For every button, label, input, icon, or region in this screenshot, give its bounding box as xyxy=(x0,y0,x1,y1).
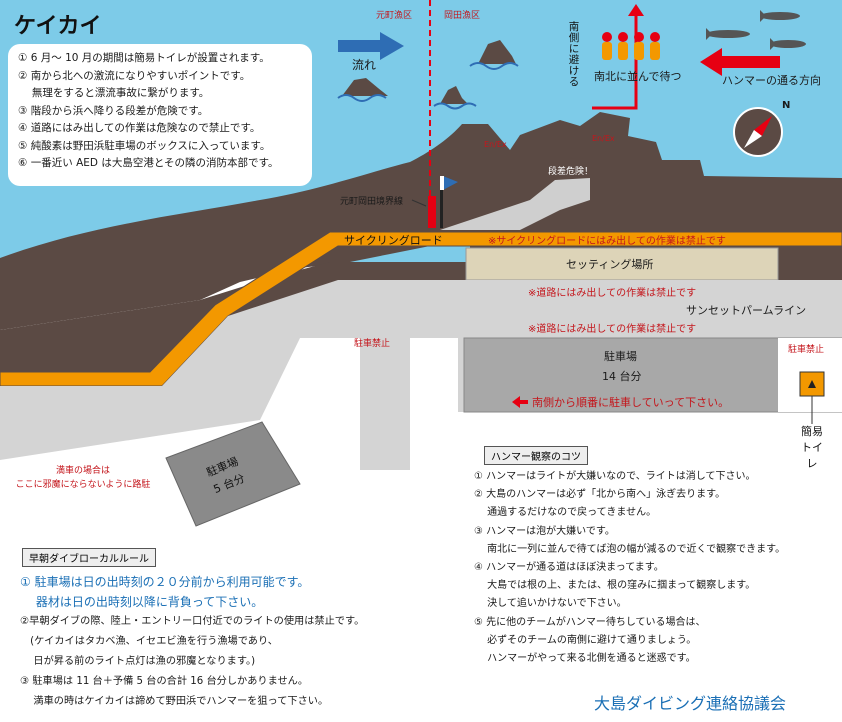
road-warning-1: ※道路にはみ出しての作業は禁止です xyxy=(528,288,697,299)
full-note: 満車の場合は ここに邪魔にならないように路駐 xyxy=(8,464,158,492)
info-item: ② 南から北への激流になりやすいポイントです。 xyxy=(18,69,251,82)
boundary-post xyxy=(428,196,436,228)
hammer-tip: ⑤ 先に他のチームがハンマー待ちしている場合は、 xyxy=(474,616,706,628)
avoid-char: る xyxy=(568,76,580,88)
toilet-label: 簡易 トイレ xyxy=(796,424,828,472)
diver-group xyxy=(602,32,660,60)
map-title: ケイカイ xyxy=(14,14,102,39)
parking-small-area xyxy=(165,421,301,527)
early-rule: 器材は日の出時刻以降に背負って下さい。 xyxy=(20,595,264,609)
info-item: ④ 道路にはみ出しての作業は危険なので禁止です。 xyxy=(18,122,261,134)
setting-area-label: セッティング場所 xyxy=(566,258,654,271)
early-rule: ③ 駐車場は 11 台＋予備 5 台の合計 16 台分しかありません。 xyxy=(20,676,309,687)
compass-needle-north xyxy=(754,116,772,136)
hammer-tip: 必ずそのチームの南側に避けて通りましょう。 xyxy=(474,634,697,646)
early-rule: ① 駐車場は日の出時刻の２０分前から利用可能です。 xyxy=(20,575,310,589)
line-up-label: 南北に並んで待つ xyxy=(594,70,682,83)
avoid-char: に xyxy=(568,43,580,55)
sea-rock-3 xyxy=(440,86,468,104)
early-rule: ②早朝ダイブの際、陸上・エントリー口付近でのライトの使用は禁止です。 xyxy=(20,616,365,627)
sea-rock-2 xyxy=(342,78,388,96)
cycling-road-label: サイクリングロード xyxy=(344,234,443,247)
waves-3 xyxy=(433,102,477,110)
step-danger-label: 段差危険！ xyxy=(548,167,594,177)
boundary-label: 元町岡田境界線 xyxy=(340,197,404,207)
info-item: 無理をすると漂流事故に繋がります。 xyxy=(18,87,210,99)
hammer-tips-title: ハンマー観察のコツ xyxy=(484,446,588,465)
diver-icon xyxy=(602,32,612,60)
early-rule: (ケイカイはタカベ漁、イセエビ漁を行う漁場であり、 xyxy=(20,636,278,647)
hammer-tip: ④ ハンマーが通る道はほぼ決まってます。 xyxy=(474,562,664,574)
road xyxy=(0,280,842,470)
info-list: ① 6 月～ 10 月の期間は簡易トイレが設置されます。 ② 南から北への激流に… xyxy=(18,50,278,173)
waves-2 xyxy=(337,94,387,102)
diver-icon xyxy=(650,32,660,60)
current-label: 流れ xyxy=(352,58,377,72)
info-item: ③ 階段から浜へ降りる段差が危険です。 xyxy=(18,104,209,117)
sea-rock-1 xyxy=(478,40,516,64)
entry-exit-2: En/Ex xyxy=(592,134,615,143)
toilet-label-line: トイレ xyxy=(801,441,823,470)
no-parking-1: 駐車禁止 xyxy=(354,339,391,349)
hammer-tip: ① ハンマーはライトが大嫌いなので、ライトは消して下さい。 xyxy=(474,471,756,482)
no-parking-2: 駐車禁止 xyxy=(788,345,825,355)
hammerhead-shark-icon xyxy=(770,38,806,50)
compass-needle-south xyxy=(744,130,762,148)
road-warning-2: ※道路にはみ出しての作業は禁止です xyxy=(528,324,697,335)
info-item: ⑤ 純酸素は野田浜駐車場のボックスに入っています。 xyxy=(18,139,271,152)
steps-area xyxy=(440,178,590,230)
info-item: ⑥ 一番近い AED は大島空港とその隣の消防本部です。 xyxy=(18,157,279,169)
road-upper xyxy=(338,280,842,296)
avoid-char: 南 xyxy=(568,21,580,33)
hammer-tip: 通過するだけなので戻ってきません。 xyxy=(474,507,657,519)
early-rule: 日が昇る前のライト点灯は漁の邪魔となります。) xyxy=(20,656,256,667)
info-box xyxy=(8,44,312,186)
left-arrow-icon xyxy=(512,396,528,408)
toilet-label-line: 簡易 xyxy=(801,425,823,438)
boundary-pointer xyxy=(411,199,427,207)
hammer-tip: ② 大島のハンマーは必ず「北から南へ」泳ぎ去ります。 xyxy=(474,489,726,501)
avoid-char: 側 xyxy=(568,32,580,44)
early-rule: 満車の時はケイカイは諦めて野田浜でハンマーを狙って下さい。 xyxy=(20,696,329,707)
current-arrow xyxy=(338,32,404,60)
hammerhead-shark-icon xyxy=(706,28,750,40)
flag xyxy=(443,176,458,190)
hammer-tip: 決して追いかけないで下さい。 xyxy=(474,598,627,610)
waves-1 xyxy=(469,62,519,70)
north-route-arrowhead xyxy=(628,4,644,16)
hammer-path-label: ハンマーの通る方向 xyxy=(722,74,821,87)
avoid-char: 避 xyxy=(568,54,580,66)
hammer-tip: ③ ハンマーは泡が大嫌いです。 xyxy=(474,525,615,537)
cycling-warning: ※サイクリングロードにはみ出しての作業は禁止です xyxy=(488,236,726,247)
parking-main-title: 駐車場 xyxy=(604,350,637,363)
hammer-tip: 南北に一列に並んで待てば泡の幅が減るので近くで観察できます。 xyxy=(474,543,786,555)
sunset-line-label: サンセットパームライン xyxy=(686,304,807,317)
full-note-line: ここに邪魔にならないように路駐 xyxy=(15,480,151,490)
avoid-south-label: 南 側 に 避 け る xyxy=(568,22,580,88)
flag-white xyxy=(440,176,444,190)
parking-main-note: 南側から順番に駐車していって下さい。 xyxy=(532,396,730,409)
hammer-tip: 大島では根の上、または、根の窪みに掴まって観察します。 xyxy=(474,580,756,592)
zone-right: 岡田漁区 xyxy=(444,11,481,21)
compass-north-label: N xyxy=(782,100,791,111)
hammer-direction-arrow xyxy=(700,48,780,76)
toilet-marker xyxy=(808,380,816,388)
avoid-char: け xyxy=(568,65,580,77)
parking-main-count: 14 台分 xyxy=(602,370,642,383)
footer-org: 大島ダイビング連絡協議会 xyxy=(594,694,787,713)
diver-icon xyxy=(618,32,628,60)
info-item: ① 6 月～ 10 月の期間は簡易トイレが設置されます。 xyxy=(18,52,270,64)
hammer-tip: ハンマーがやって来る北側を通ると迷惑です。 xyxy=(474,653,696,665)
hammerhead-shark-icon xyxy=(760,10,800,22)
diver-icon xyxy=(634,32,644,60)
zone-left: 元町漁区 xyxy=(376,11,413,21)
flag-pole xyxy=(440,176,443,228)
hammer-tips-list: ① ハンマーはライトが大嫌いなので、ライトは消して下さい。 ② 大島のハンマーは… xyxy=(474,468,785,668)
early-rules-title: 早朝ダイブローカルルール xyxy=(22,548,156,567)
early-rules-list: ① 駐車場は日の出時刻の２０分前から利用可能です。 器材は日の出時刻以降に背負っ… xyxy=(20,572,364,712)
full-note-line: 満車の場合は xyxy=(55,466,110,476)
entry-exit-1: En/Ex xyxy=(484,140,507,149)
